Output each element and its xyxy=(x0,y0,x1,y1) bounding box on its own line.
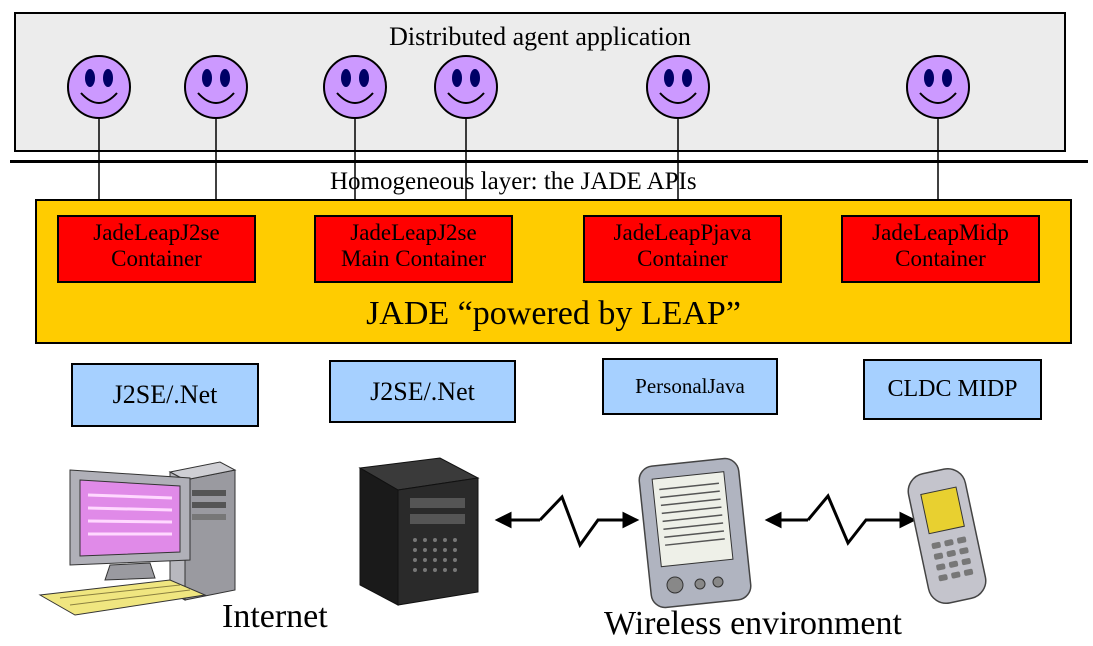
server-tower-icon xyxy=(358,457,480,606)
api-layer-label: Homogeneous layer: the JADE APIs xyxy=(330,168,697,195)
platform-label: PersonalJava xyxy=(635,374,745,398)
wireless-link-icon xyxy=(764,493,917,546)
container-box: JadeLeapMidp Container xyxy=(841,215,1040,283)
container-name: JadeLeapMidp xyxy=(872,220,1009,245)
desktop-pc-icon xyxy=(38,461,237,616)
container-type: Main Container xyxy=(341,246,486,271)
container-type: Container xyxy=(637,246,728,271)
container-type: Container xyxy=(895,246,986,271)
platform-box: CLDC MIDP xyxy=(863,359,1042,420)
application-layer-title: Distributed agent application xyxy=(389,22,691,51)
mobile-phone-icon xyxy=(907,468,987,604)
internet-caption: Internet xyxy=(222,598,328,635)
pda-device-icon xyxy=(638,457,752,609)
container-type: Container xyxy=(111,246,202,271)
wireless-caption: Wireless environment xyxy=(604,605,902,642)
container-name: JadeLeapJ2se xyxy=(350,220,477,245)
platform-box: PersonalJava xyxy=(602,358,778,415)
container-name: JadeLeapPjava xyxy=(613,220,752,245)
platform-label: CLDC MIDP xyxy=(887,376,1018,402)
jade-layer-label: JADE “powered by LEAP” xyxy=(366,295,741,332)
container-box: JadeLeapPjava Container xyxy=(583,215,782,283)
wireless-link-icon xyxy=(494,494,640,549)
platform-box: J2SE/.Net xyxy=(329,360,516,423)
platform-label: J2SE/.Net xyxy=(112,380,218,409)
container-box: JadeLeapJ2se Main Container xyxy=(314,215,513,283)
layer-divider xyxy=(10,160,1088,163)
platform-label: J2SE/.Net xyxy=(370,376,475,406)
platform-box: J2SE/.Net xyxy=(71,363,259,427)
container-box: JadeLeapJ2se Container xyxy=(57,215,256,283)
container-name: JadeLeapJ2se xyxy=(93,220,220,245)
